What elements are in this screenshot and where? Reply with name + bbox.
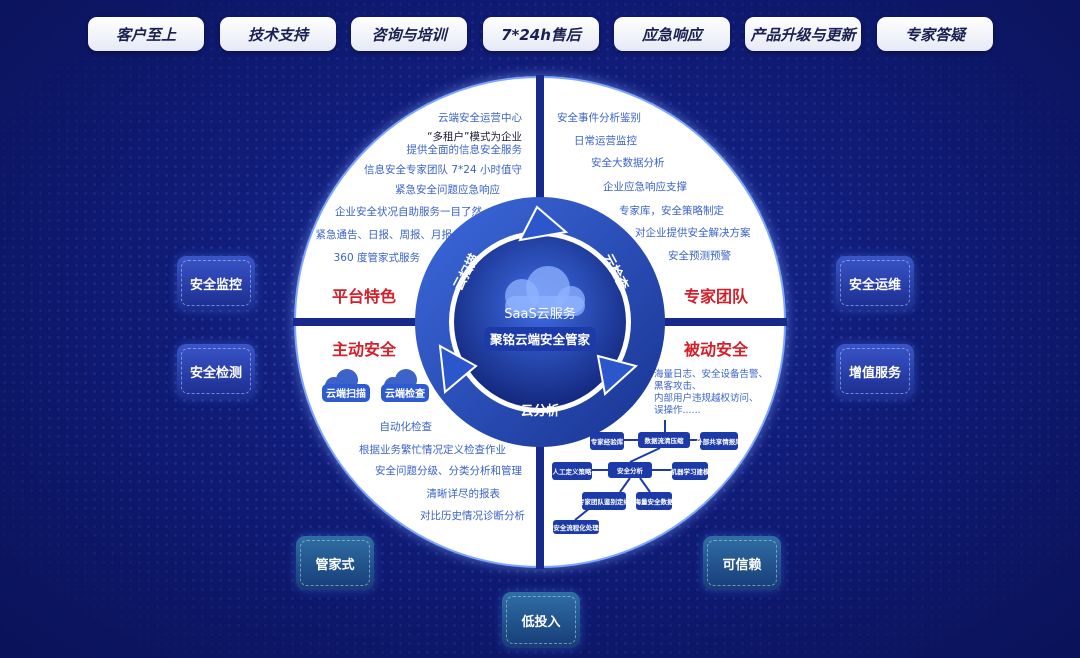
tl-line-2b: 提供全面的信息安全服务 (407, 143, 523, 156)
svg-text:机器学习建模: 机器学习建模 (671, 467, 711, 476)
tr-line-3: 安全大数据分析 (591, 156, 665, 169)
badge-cloud-check: 云端检查 (381, 369, 429, 402)
flow-compress (638, 432, 690, 448)
cloud-icon (505, 266, 585, 316)
tr-line-5: 专家库，安全策略制定 (619, 204, 724, 217)
svg-text:专家经验库: 专家经验库 (591, 437, 624, 446)
quadrant-platform-features: 云端安全运营中心 “多租户”模式为企业 提供全面的信息安全服务 信息安全专家团队… (316, 111, 523, 264)
bl-line-2: 根据业务繁忙情况定义检查作业 (359, 443, 506, 456)
saas-label: SaaS云服务 (504, 306, 575, 322)
flow-big-data (636, 492, 672, 510)
top-button-upgrade[interactable]: 产品升级与更新 (745, 17, 861, 51)
quadrant-active-security: 自动化检查 根据业务繁忙情况定义检查作业 安全问题分级、分类分析和管理 清晰详尽… (359, 420, 525, 522)
flow-manual-policy (552, 462, 592, 480)
svg-text:安全流程化处理: 安全流程化处理 (553, 523, 599, 532)
product-label: 聚铭云端安全管家 (489, 332, 591, 347)
side-card-security-detection: 安全检测 (177, 344, 255, 398)
br-line-3: 内部用户违规越权访问、 (654, 392, 759, 404)
arrow-head-left (438, 344, 478, 394)
flow-security-analysis (608, 462, 652, 478)
core-circle (454, 236, 626, 408)
tr-line-2: 日常运营监控 (574, 134, 637, 147)
tr-line-1: 安全事件分析鉴别 (557, 111, 641, 124)
cycle-label-analysis: 云分析 (520, 403, 559, 419)
top-button-tech-support[interactable]: 技术支持 (220, 17, 336, 51)
top-button-customer[interactable]: 客户至上 (88, 17, 204, 51)
title-passive-security: 被动安全 (684, 340, 749, 359)
tl-line-1: 云端安全运营中心 (438, 111, 522, 124)
side-card-trustworthy: 可信赖 (703, 536, 781, 590)
flow-external-intel (700, 432, 738, 450)
svg-text:人工定义策略: 人工定义策略 (553, 467, 593, 476)
side-card-value-added: 增值服务 (836, 344, 914, 398)
tl-line-6: 紧急通告、日报、周报、月报 (316, 228, 453, 241)
tr-line-4: 企业应急响应支撑 (603, 180, 687, 193)
quadrant-expert-team: 安全事件分析鉴别 日常运营监控 安全大数据分析 企业应急响应支撑 专家库，安全策… (557, 111, 751, 262)
svg-text:云端扫描: 云端扫描 (326, 387, 366, 400)
top-button-after-sales[interactable]: 7*24h售后 (483, 17, 599, 51)
br-line-4: 误操作...... (654, 404, 701, 416)
side-card-security-monitoring: 安全监控 (177, 256, 255, 310)
bl-line-1: 自动化检查 (380, 420, 433, 433)
product-label-bg (484, 327, 596, 351)
flow-expert-lib (590, 432, 624, 450)
tl-line-3: 信息安全专家团队 7*24 小时值守 (364, 163, 522, 176)
svg-text:云端检查: 云端检查 (385, 387, 426, 400)
top-button-emergency[interactable]: 应急响应 (614, 17, 730, 51)
badge-cloud-scan: 云端扫描 (322, 369, 370, 402)
passive-security-flow: 专家经验库 数据流清压缩 外部共享情报库 人工定义策略 安全分析 机器学习建模 … (552, 420, 742, 534)
side-card-housekeeper: 管家式 (296, 536, 374, 590)
tl-line-2a: “多租户”模式为企业 (427, 130, 522, 143)
br-line-2: 黑客攻击、 (654, 380, 702, 392)
side-card-low-cost: 低投入 (502, 592, 580, 648)
bl-line-3: 安全问题分级、分类分析和管理 (375, 464, 522, 477)
svg-text:外部共享情报库: 外部共享情报库 (696, 437, 742, 446)
tr-line-7: 安全预测预警 (668, 249, 731, 262)
bl-line-5: 对比历史情况诊断分析 (420, 509, 525, 522)
flow-expert-team (582, 492, 626, 510)
bl-line-4: 清晰详尽的报表 (427, 487, 501, 500)
side-card-security-ops: 安全运维 (836, 256, 914, 310)
svg-text:海量安全数据: 海量安全数据 (635, 497, 675, 506)
svg-text:专家团队鉴别定级: 专家团队鉴别定级 (578, 497, 631, 506)
top-button-expert-qa[interactable]: 专家答疑 (877, 17, 993, 51)
flow-process (553, 520, 599, 534)
tr-line-6: 对企业提供安全解决方案 (635, 226, 751, 239)
tl-line-5: 企业安全状况自助服务一目了然 (335, 205, 482, 218)
tl-line-4: 紧急安全问题应急响应 (395, 183, 500, 196)
arrow-head-top (518, 205, 569, 242)
title-platform-features: 平台特色 (332, 287, 396, 306)
svg-text:数据流清压缩: 数据流清压缩 (645, 436, 685, 445)
tl-line-7: 360 度管家式服务 (334, 251, 421, 264)
arrow-head-right (596, 354, 639, 396)
top-button-consulting[interactable]: 咨询与培训 (351, 17, 467, 51)
flow-ml-modeling (672, 462, 708, 480)
br-line-1: 海量日志、安全设备告警、 (654, 368, 768, 380)
quadrant-passive-security: 海量日志、安全设备告警、 黑客攻击、 内部用户违规越权访问、 误操作...... (654, 368, 768, 416)
title-expert-team: 专家团队 (684, 287, 749, 306)
title-active-security: 主动安全 (332, 340, 397, 359)
svg-text:安全分析: 安全分析 (617, 466, 644, 475)
